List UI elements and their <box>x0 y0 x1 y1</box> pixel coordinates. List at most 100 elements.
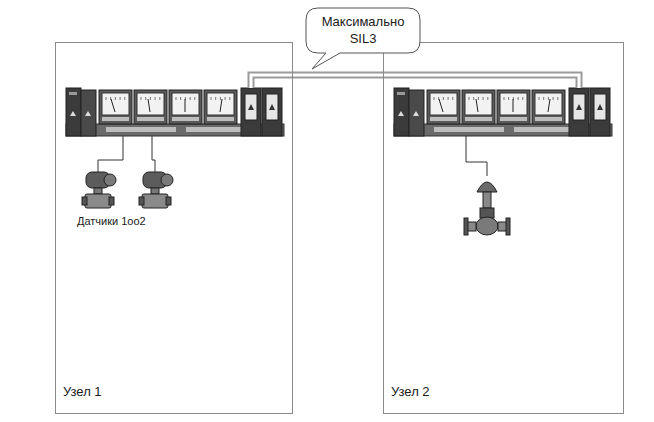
meter-tick <box>518 97 519 100</box>
node-title: Узел 2 <box>391 384 430 399</box>
meter-tick <box>194 97 195 100</box>
network-cable <box>383 75 579 88</box>
power-marker <box>85 111 91 116</box>
meter-tick <box>180 97 181 100</box>
module-strip <box>430 117 457 121</box>
meter-tick <box>508 97 509 100</box>
meter-needle <box>220 99 222 112</box>
valve-actuator <box>477 182 497 192</box>
meter-tick <box>483 97 484 100</box>
meter-tick <box>452 97 453 100</box>
power-module <box>81 90 96 136</box>
control-valve <box>464 182 510 235</box>
io-module <box>532 90 565 124</box>
plc-rack <box>66 88 284 136</box>
node-box: Узел 1 <box>55 42 293 414</box>
callout-bubble: Максимально SIL3 <box>306 8 420 53</box>
network-cable <box>251 75 293 88</box>
rack-rail-slot <box>434 127 504 132</box>
module-strip <box>465 117 492 121</box>
power-module <box>66 88 81 136</box>
network-cable <box>293 72 383 79</box>
meter-tick <box>150 97 151 100</box>
comm-module <box>590 88 610 136</box>
transmitter-neck <box>151 188 159 194</box>
meter-tick <box>448 97 449 100</box>
plc-rack <box>394 88 612 136</box>
comm-panel <box>245 94 257 120</box>
io-module <box>169 90 202 124</box>
meter-tick <box>229 97 230 100</box>
module-strip <box>535 117 562 121</box>
pressure-transmitter <box>82 172 116 208</box>
meter-window <box>172 93 199 115</box>
transmitter-body <box>85 194 111 208</box>
meter-tick <box>155 97 156 100</box>
meter-tick <box>220 97 221 100</box>
device-label: Датчики 1oo2 <box>77 215 146 227</box>
meter-tick <box>115 97 116 100</box>
module-strip <box>137 117 164 121</box>
power-marker <box>70 111 76 116</box>
module-strip <box>102 117 129 121</box>
meter-tick <box>504 97 505 100</box>
comm-panel <box>266 94 278 120</box>
meter-tick <box>141 97 142 100</box>
module-strip <box>207 117 234 121</box>
meter-tick <box>557 97 558 100</box>
comm-panel <box>594 94 606 120</box>
meter-tick <box>120 97 121 100</box>
meter-needle <box>439 99 443 112</box>
meter-tick <box>190 97 191 100</box>
meter-tick <box>522 97 523 100</box>
rack-rail-slot <box>106 127 176 132</box>
callout-outline <box>306 8 420 69</box>
meter-window <box>500 93 527 115</box>
meter-window <box>430 93 457 115</box>
meter-tick <box>469 97 470 100</box>
valve-flange <box>464 218 468 235</box>
comm-module <box>262 88 282 136</box>
power-marker <box>413 111 419 116</box>
meter-tick <box>159 97 160 100</box>
meter-tick <box>478 97 479 100</box>
transmitter-neck <box>94 188 102 194</box>
meter-tick <box>106 97 107 100</box>
network-link <box>293 75 383 76</box>
transmitter-flange <box>109 197 114 205</box>
node-box: Узел 2 <box>383 42 624 414</box>
meter-tick <box>539 97 540 100</box>
network-cable-core <box>383 75 579 88</box>
io-module <box>427 90 460 124</box>
meter-window <box>207 93 234 115</box>
meter-tick <box>176 97 177 100</box>
transmitter-cap <box>161 174 173 186</box>
module-strip <box>172 117 199 121</box>
callout-text: Максимально SIL3 <box>314 14 412 47</box>
transmitter-flange <box>82 197 87 205</box>
meter-tick <box>553 97 554 100</box>
meter-needle <box>548 99 550 112</box>
meter-needle <box>148 99 150 112</box>
comm-marker <box>248 104 254 110</box>
meter-tick <box>145 97 146 100</box>
power-module <box>409 90 424 136</box>
meter-tick <box>548 97 549 100</box>
io-module <box>497 90 530 124</box>
power-marker <box>69 92 77 95</box>
transmitter-flange <box>166 197 171 205</box>
meter-window <box>465 93 492 115</box>
meter-needle <box>513 99 514 112</box>
meter-window <box>137 93 164 115</box>
transmitter-cap <box>104 174 116 186</box>
meter-tick <box>211 97 212 100</box>
meter-window <box>535 93 562 115</box>
signal-wire <box>152 136 155 172</box>
network-cable-core <box>251 75 293 88</box>
meter-tick <box>215 97 216 100</box>
power-marker <box>397 92 405 95</box>
io-module <box>204 90 237 124</box>
